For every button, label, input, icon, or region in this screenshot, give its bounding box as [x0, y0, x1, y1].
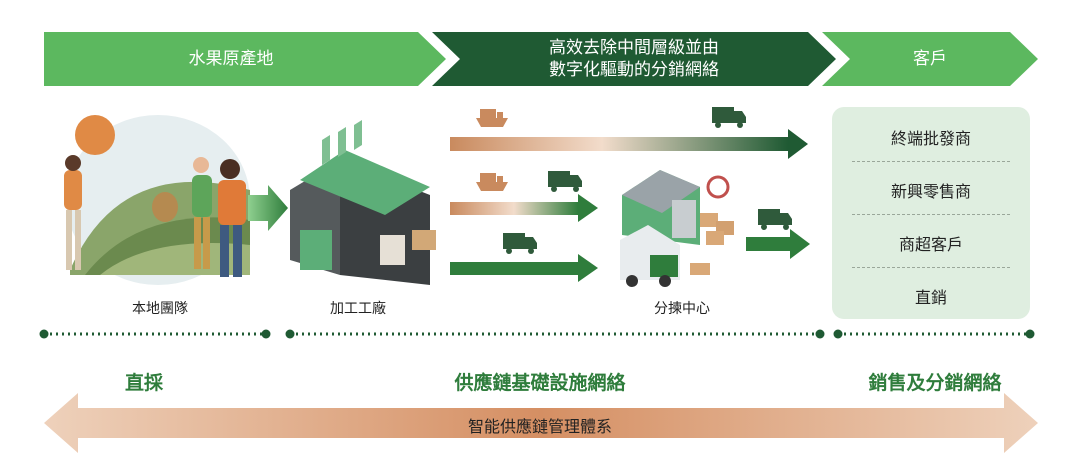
header-customers-title: 客戶 [913, 49, 947, 69]
ship-icon [476, 109, 508, 127]
header-middle-chevron [432, 32, 836, 86]
truck-icon [548, 171, 582, 192]
customer-divider [852, 214, 1010, 215]
customer-divider [852, 267, 1010, 268]
header-middle-title-line1: 高效去除中間層級並由 [549, 38, 719, 58]
header-customer-chevron [822, 32, 1038, 86]
truck-icon [758, 209, 792, 230]
segment-line-sales [833, 329, 1035, 339]
truck-icon [503, 233, 537, 254]
ship-icon [476, 173, 508, 191]
truck-icon [712, 107, 746, 128]
customer-panel: 終端批發商 新興零售商 商超客戶 直銷 [832, 107, 1030, 319]
header-origin-title: 水果原產地 [188, 49, 274, 69]
segment-label-direct: 直採 [124, 372, 163, 394]
customer-item: 商超客戶 [898, 235, 963, 254]
flow-arrow-middle-shaft [450, 202, 578, 215]
header-origin-chevron [44, 32, 446, 86]
flow-illustration [64, 107, 810, 287]
customer-item: 新興零售商 [890, 182, 971, 201]
flow-arrow-top-shaft [450, 137, 788, 151]
arrow-to-factory [248, 185, 288, 231]
customer-divider [852, 161, 1010, 162]
flow-arrow-bottom-head [578, 254, 598, 282]
segment-label-sales: 銷售及分銷網絡 [868, 372, 1002, 394]
stage-label-local-team: 本地團隊 [132, 301, 188, 317]
flow-arrow-customers-head [790, 229, 810, 259]
segment-lines [39, 329, 1035, 339]
header-chevrons [44, 32, 1038, 86]
stage-label-sorting-center: 分揀中心 [654, 301, 710, 317]
factory-illustration [290, 120, 436, 285]
flow-arrow-customers-shaft [746, 237, 790, 251]
segment-line-supply-chain [285, 329, 825, 339]
local-team-illustration [64, 115, 250, 285]
flow-arrow-middle-head [578, 194, 598, 222]
header-middle-title-line2: 數字化驅動的分銷網絡 [549, 60, 719, 80]
segment-label-supply-chain: 供應鏈基礎設施網絡 [454, 372, 626, 394]
bottom-arrow-label: 智能供應鏈管理體系 [467, 417, 612, 436]
stage-label-factory: 加工工廠 [330, 301, 386, 317]
flow-arrow-bottom-shaft [450, 262, 578, 275]
customer-item: 終端批發商 [890, 129, 971, 148]
flow-arrow-top-head [788, 129, 808, 159]
segment-line-direct [39, 329, 271, 339]
sorting-center-illustration [620, 170, 734, 287]
customer-item: 直銷 [914, 288, 947, 307]
bottom-double-arrow [44, 393, 1038, 453]
